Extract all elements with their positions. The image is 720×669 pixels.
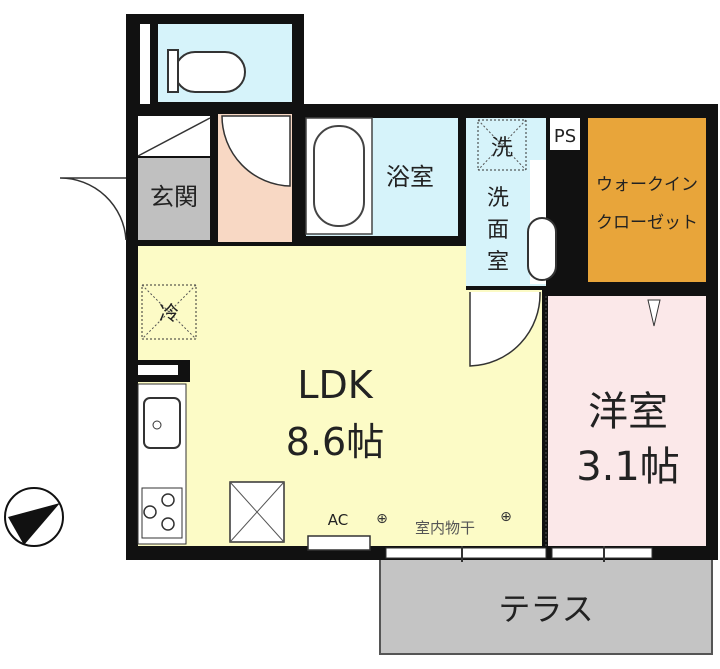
washer-label: 洗 [491,136,513,161]
outlet-icon: ⊕ [500,509,512,525]
western-room-label: 洋室 [588,389,668,435]
hallway [218,114,292,242]
north-arrow-icon [4,487,64,547]
toilet-icon [174,51,246,93]
western-room-size: 3.1帖 [576,444,680,490]
fridge-space-icon [141,284,197,340]
terrace-label: テラス [498,590,593,628]
washroom-label-3: 室 [487,250,509,275]
storage-hatch-icon [229,481,285,543]
closet-label-1: ウォークイン [596,175,698,195]
entrance-label: 玄関 [150,183,198,211]
toilet [140,24,292,104]
western-room: 洋室 3.1帖 [545,296,706,546]
washer-space-icon [477,119,527,171]
entrance: 玄関 [138,158,210,240]
terrace-window[interactable] [385,546,653,562]
fridge-label: 冷 [159,301,179,325]
outlet-icon: ⊕ [376,511,388,527]
walk-in-closet: ウォークイン クローゼット [588,118,706,282]
ldk-label: LDK [297,363,373,407]
closet-label-2: クローゼット [596,213,698,233]
ac-label: AC [328,511,348,529]
terrace: テラス [379,557,713,655]
washroom: 洗 洗 面 室 [466,118,557,286]
indoor-drying-label: 室内物干 [415,519,475,537]
bathroom: 浴室 [305,117,458,236]
ac-unit-icon [307,535,371,551]
bathtub-icon [313,125,365,227]
entry-door[interactable] [59,177,127,241]
sink-icon [527,217,557,281]
ldk-floor [138,246,466,546]
bathroom-label: 浴室 [386,163,434,191]
washroom-label-2: 面 [487,218,509,243]
washroom-door[interactable] [469,291,541,367]
ps-label: PS [554,126,576,147]
washroom-label-1: 洗 [487,186,509,211]
pipe-space: PS [550,118,580,150]
ldk: 冷 LDK 8.6帖 AC ⊕ 室内物干 ⊕ [130,284,541,551]
stove-icon [141,487,183,539]
kitchen-sink-icon [143,397,181,449]
ldk-size: 8.6帖 [286,420,384,464]
